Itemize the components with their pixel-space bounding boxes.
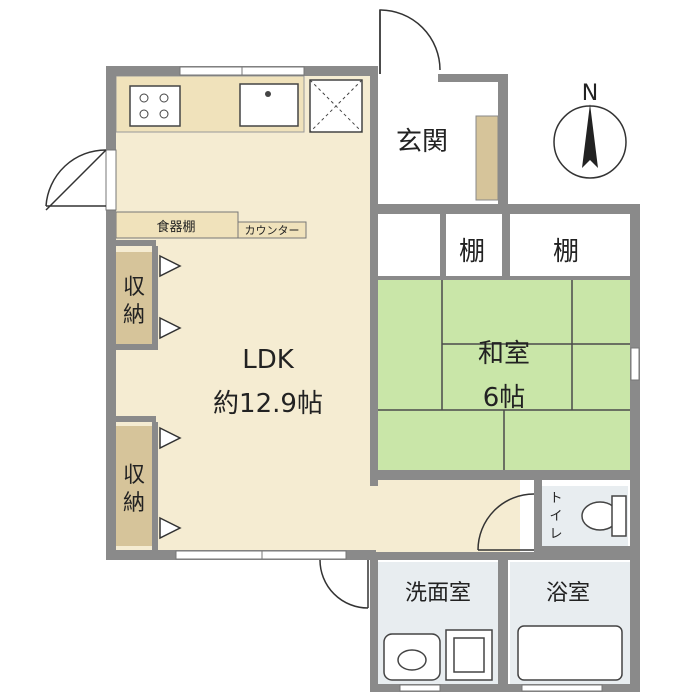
tana-1-name: 棚 [459, 237, 485, 267]
ldk-name: LDK [242, 345, 295, 375]
toilet-line3: レ [549, 527, 562, 542]
tana-1-floor [446, 216, 500, 276]
counter-floor [237, 221, 307, 239]
toilet-line1: ト [549, 491, 562, 506]
washitsu-size: 6帖 [483, 383, 526, 413]
shuno-2-line2: 納 [123, 491, 145, 516]
counter-name: カウンター [245, 224, 300, 237]
tatami-lines [378, 278, 630, 470]
compass: N [553, 81, 627, 179]
yoku-name: 浴室 [546, 581, 590, 606]
genkan-name: 玄関 [396, 127, 448, 157]
ldk-floor [114, 74, 520, 552]
genkan-floor [378, 80, 466, 202]
doors [45, 9, 535, 609]
compass-label: N [582, 81, 598, 106]
shuno-2-line1: 収 [123, 463, 145, 488]
shuno-1-line2: 納 [123, 303, 145, 328]
tana-2-floor [510, 216, 630, 276]
shuno-2-floor [116, 426, 152, 546]
bathtub-icon [517, 625, 623, 681]
toilet-line2: イ [549, 509, 562, 524]
shokki-name: 食器棚 [156, 219, 195, 235]
shoe-cabinet [475, 115, 499, 201]
kitchen-fixtures [129, 79, 363, 133]
senmen-name: 洗面室 [405, 581, 471, 606]
windows [105, 66, 640, 692]
wet-fixtures [383, 495, 627, 681]
shokki-floor [115, 211, 239, 239]
room-labels: LDK 約12.9帖 和室 6帖 玄関 棚 棚 食器棚 カウンター 収 納 収 … [123, 127, 590, 606]
north-arrow-icon [582, 104, 598, 168]
ldk-size: 約12.9帖 [213, 389, 323, 419]
tana-2-name: 棚 [553, 237, 579, 267]
washitsu-name: 和室 [478, 339, 530, 369]
closet-left-floor [378, 216, 440, 276]
stove-icon [129, 85, 181, 127]
shuno-1-floor [116, 252, 152, 344]
shuno-1-line1: 収 [123, 275, 145, 300]
sink-icon [239, 83, 299, 127]
